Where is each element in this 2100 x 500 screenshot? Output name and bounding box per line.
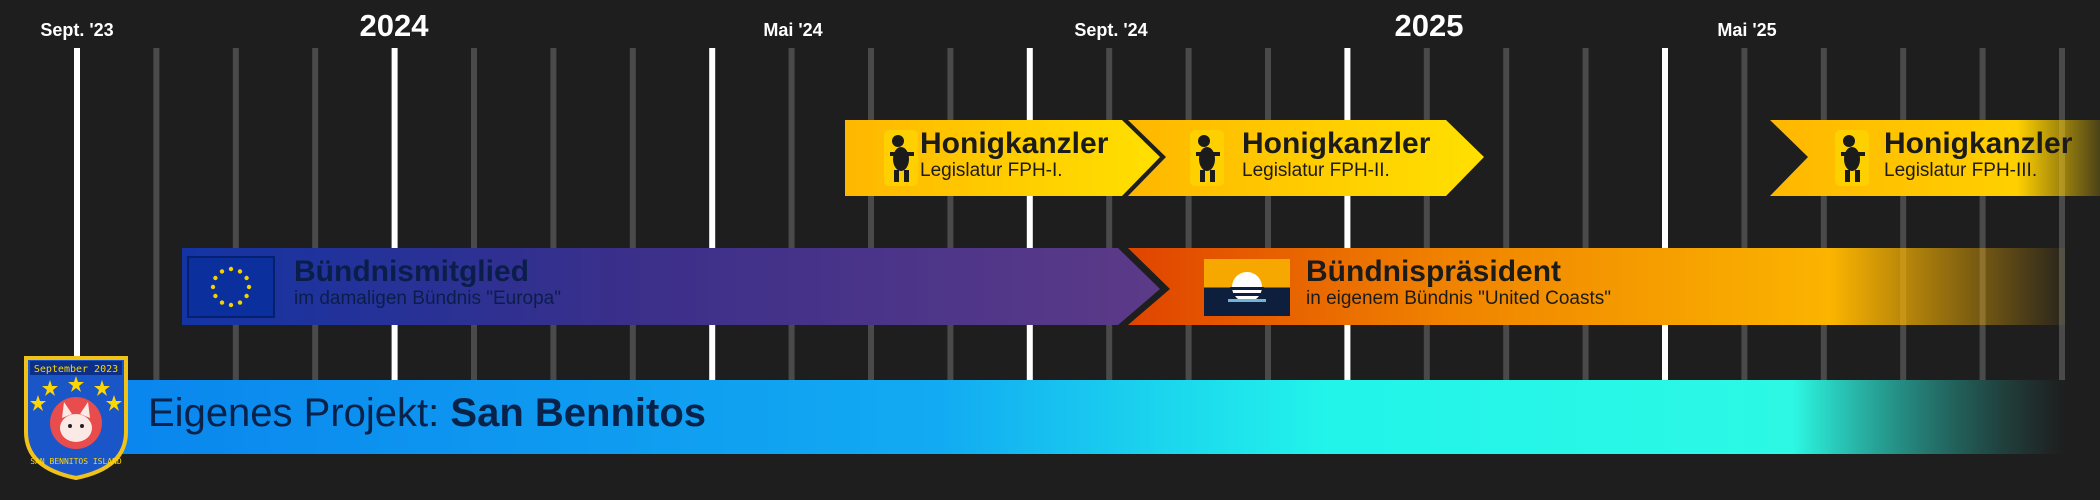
eu-star — [244, 293, 249, 299]
bear-icon — [1190, 130, 1224, 186]
timeline-label-mai-25: Mai '25 — [1717, 20, 1777, 40]
buendnispraesident-text: Bündnispräsident in eigenem Bündnis "Uni… — [1306, 256, 1611, 310]
eu-star — [237, 300, 243, 305]
buendnispraesident-title: Bündnispräsident — [1306, 255, 1562, 288]
eu-flag-icon — [187, 256, 275, 318]
bear-icon — [1835, 130, 1869, 186]
eu-star — [219, 269, 225, 274]
eu-star — [237, 269, 243, 274]
bar-buendnispraesident — [1128, 248, 2065, 325]
buendnismitglied-subtitle: im damaligen Bündnis "Europa" — [294, 288, 561, 309]
buendnispraesident-subtitle: in eigenem Bündnis "United Coasts" — [1306, 288, 1611, 309]
eu-star — [219, 300, 225, 305]
honigkanzler-1-subtitle: Legislatur FPH-I. — [920, 160, 1063, 181]
eu-star — [213, 293, 218, 299]
eu-star — [210, 284, 216, 290]
buendnismitglied-text: Bündnismitglied im damaligen Bündnis "Eu… — [294, 256, 561, 310]
timeline-label-2025: 2025 — [1394, 8, 1464, 43]
timeline-label-sept-23: Sept. '23 — [40, 20, 114, 40]
project-text: Eigenes Projekt: San Bennitos — [148, 387, 706, 439]
honigkanzler-2-subtitle: Legislatur FPH-II. — [1242, 160, 1390, 181]
bar-honigkanzler-1 — [845, 120, 1160, 196]
bar-project — [120, 380, 2065, 454]
timeline-label-mai-24: Mai '24 — [763, 20, 823, 40]
united-coasts-flag-icon — [1204, 259, 1290, 316]
honigkanzler-1-title: Honigkanzler — [920, 127, 1109, 160]
logo-stars — [30, 376, 122, 411]
bear-icon — [884, 130, 918, 186]
buendnismitglied-title: Bündnismitglied — [294, 255, 529, 288]
project-prefix: Eigenes Projekt: — [148, 391, 440, 435]
bar-buendnismitglied — [182, 248, 1160, 325]
honigkanzler-3-subtitle: Legislatur FPH-III. — [1884, 160, 2038, 181]
eu-star — [228, 266, 234, 272]
eu-star — [213, 275, 218, 281]
eu-star — [246, 284, 252, 290]
timeline-label-sept-24: Sept. '24 — [1074, 20, 1148, 40]
honigkanzler-2-title: Honigkanzler — [1242, 127, 1431, 160]
honigkanzler-1-text: Honigkanzler Legislatur FPH-I. — [920, 128, 1108, 182]
honigkanzler-3-text: Honigkanzler Legislatur FPH-III. — [1884, 128, 2072, 182]
eu-star — [244, 275, 249, 281]
logo-top-text: September 2023 — [34, 364, 118, 375]
timeline-label-2024: 2024 — [359, 8, 429, 43]
logo-bottom-text: SAN BENNITOS ISLAND — [30, 457, 122, 466]
project-name: San Bennitos — [450, 391, 706, 435]
honigkanzler-3-title: Honigkanzler — [1884, 127, 2073, 160]
honigkanzler-2-text: Honigkanzler Legislatur FPH-II. — [1242, 128, 1430, 182]
san-bennitos-logo: September 2023 SAN BENNITOS ISLAND — [24, 356, 128, 481]
eu-star — [228, 302, 234, 308]
gridlines — [74, 48, 2065, 380]
